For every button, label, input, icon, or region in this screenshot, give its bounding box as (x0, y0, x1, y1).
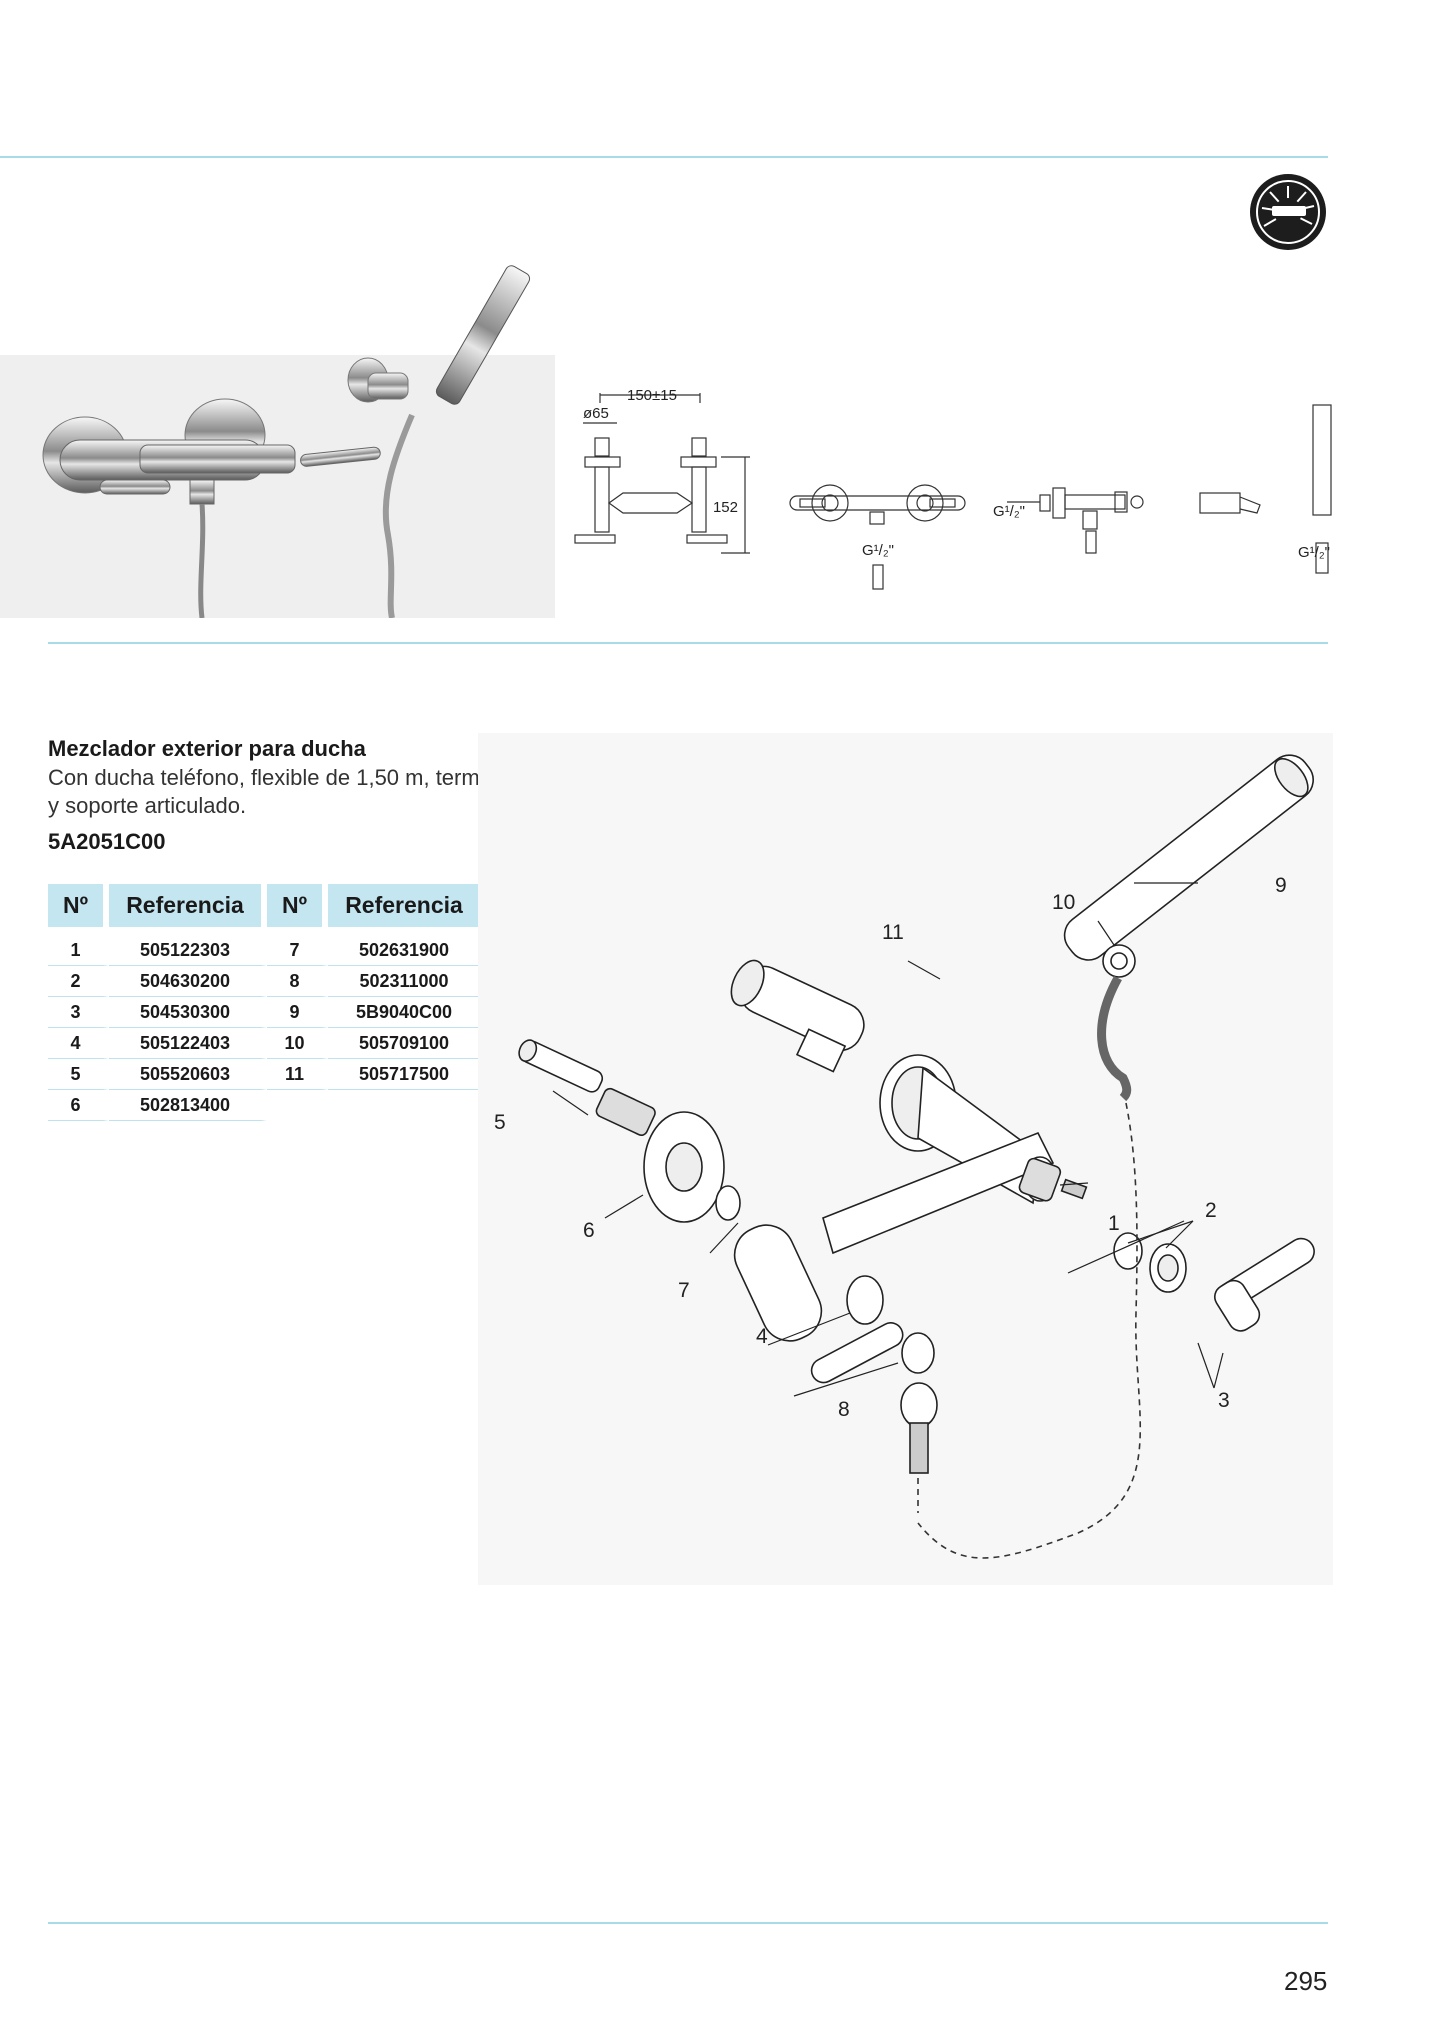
part-reference: 502311000 (328, 966, 486, 997)
mid-divider (48, 642, 1328, 644)
part-reference: 502813400 (109, 1090, 267, 1121)
dim-width: 150±15 (627, 387, 677, 404)
part-number (267, 1090, 328, 1121)
parts-table: Nº Referencia Nº Referencia 1 505122303 … (48, 884, 486, 1121)
dim-thread-side: G¹/₂" (993, 503, 1025, 520)
callout-9: 9 (1275, 874, 1287, 897)
part-reference: 505709100 (328, 1028, 486, 1059)
dim-diameter: ø65 (583, 405, 609, 422)
callout-7: 7 (678, 1279, 690, 1302)
col-header-n1: Nº (48, 884, 109, 927)
callout-11: 11 (882, 921, 904, 944)
part-reference: 502631900 (328, 927, 486, 966)
part-reference (328, 1090, 486, 1121)
table-row: 5 505520603 11 505717500 (48, 1059, 486, 1090)
callout-2: 2 (1205, 1199, 1217, 1222)
table-row: 2 504630200 8 502311000 (48, 966, 486, 997)
part-number: 11 (267, 1059, 328, 1090)
dim-thread-hand: G¹/₂" (1298, 544, 1330, 561)
callout-4: 4 (756, 1325, 768, 1348)
col-header-n2: Nº (267, 884, 328, 927)
callout-6: 6 (583, 1219, 595, 1242)
part-number: 10 (267, 1028, 328, 1059)
product-photo (0, 265, 555, 618)
part-number: 2 (48, 966, 109, 997)
table-row: 3 504530300 9 5B9040C00 (48, 997, 486, 1028)
part-number: 7 (267, 927, 328, 966)
product-title: Mezclador exterior para ducha (48, 736, 366, 761)
dim-height: 152 (713, 499, 738, 516)
part-reference: 505520603 (109, 1059, 267, 1090)
product-code: 5A2051C00 (48, 829, 166, 854)
part-number: 5 (48, 1059, 109, 1090)
part-number: 8 (267, 966, 328, 997)
part-number: 3 (48, 997, 109, 1028)
part-number: 6 (48, 1090, 109, 1121)
part-reference: 505122403 (109, 1028, 267, 1059)
shower-category-icon (1250, 174, 1326, 250)
dim-thread-top: G¹/₂" (862, 542, 894, 559)
page-number: 295 (1284, 1966, 1328, 1996)
col-header-ref2: Referencia (328, 884, 486, 927)
part-number: 9 (267, 997, 328, 1028)
callout-10: 10 (1052, 891, 1075, 914)
part-reference: 505717500 (328, 1059, 486, 1090)
part-number: 1 (48, 927, 109, 966)
callout-8: 8 (838, 1398, 850, 1421)
table-header: Nº Referencia Nº Referencia (48, 884, 486, 927)
top-divider (0, 156, 1328, 158)
callout-5: 5 (494, 1111, 506, 1134)
bottom-divider (48, 1922, 1328, 1924)
table-row: 4 505122403 10 505709100 (48, 1028, 486, 1059)
callout-1: 1 (1108, 1212, 1120, 1235)
technical-drawings: 150±15 ø65 152 G¹/₂" G¹/₂" G¹/₂" (574, 387, 1332, 590)
part-reference: 504630200 (109, 966, 267, 997)
part-reference: 5B9040C00 (328, 997, 486, 1028)
part-reference: 504530300 (109, 997, 267, 1028)
table-row: 6 502813400 (48, 1090, 486, 1121)
col-header-ref1: Referencia (109, 884, 267, 927)
callout-3: 3 (1218, 1389, 1230, 1412)
exploded-view-diagram: 1 2 3 4 5 6 7 8 9 10 11 (478, 733, 1333, 1585)
part-number: 4 (48, 1028, 109, 1059)
part-reference: 505122303 (109, 927, 267, 966)
table-row: 1 505122303 7 502631900 (48, 927, 486, 966)
